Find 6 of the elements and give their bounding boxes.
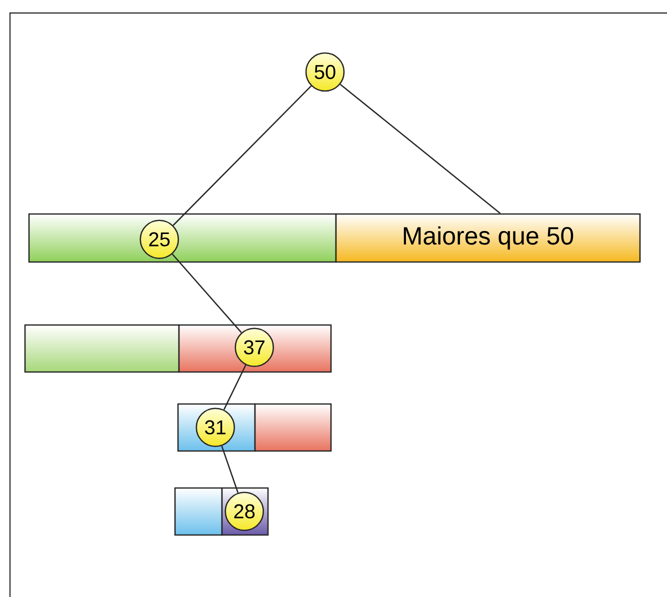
labeled-box: Maiores que 50	[335, 213, 641, 263]
connector-line	[172, 254, 242, 334]
connector-line	[221, 446, 239, 493]
connector-line	[223, 364, 246, 410]
connector-line	[172, 86, 312, 226]
connector-line	[340, 84, 501, 214]
